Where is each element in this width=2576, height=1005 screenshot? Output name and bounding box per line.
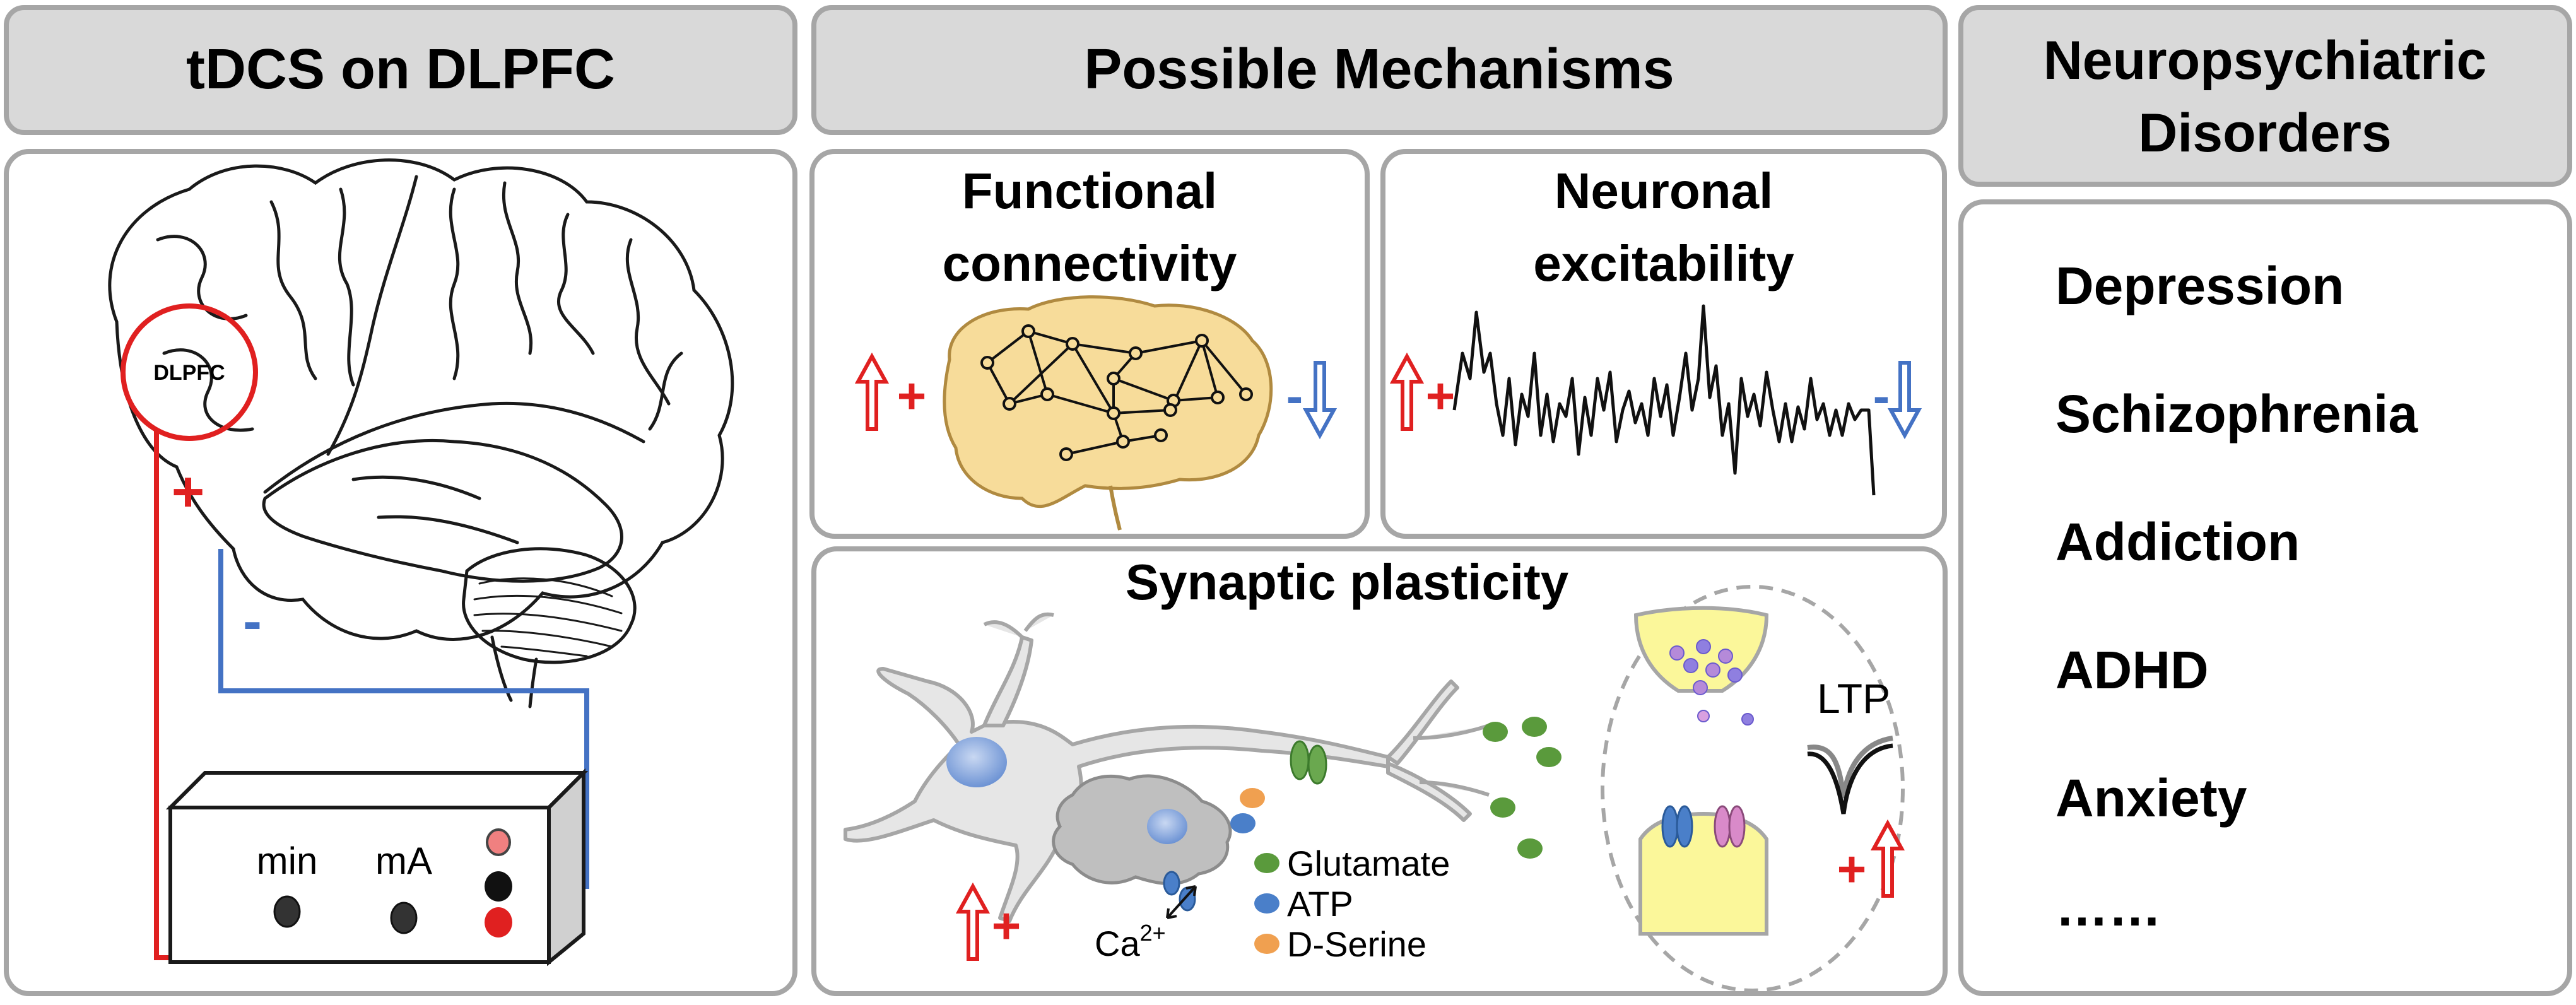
header-left-box bbox=[4, 5, 797, 135]
dlpfc-target-circle bbox=[121, 303, 258, 441]
cathode-terminal bbox=[485, 871, 512, 902]
neuron-nucleus bbox=[946, 737, 1007, 787]
receptor-a bbox=[1290, 740, 1310, 780]
calcium-label: Ca2+ bbox=[1095, 920, 1166, 963]
synaptic-vesicles bbox=[1669, 639, 1754, 726]
fc-increase-arrow-icon bbox=[854, 352, 890, 431]
postsynaptic-terminal bbox=[1638, 811, 1768, 936]
legend-glutamate-label: Glutamate bbox=[1287, 843, 1450, 883]
ne-minus-sign: - bbox=[1873, 368, 1890, 424]
tdcs-stimulator-device bbox=[165, 768, 589, 967]
calcium-channel-a bbox=[1163, 871, 1180, 896]
glutamate-vesicles bbox=[1483, 717, 1561, 859]
disorders-panel bbox=[1958, 199, 2572, 996]
legend-dserine-label: D-Serine bbox=[1287, 924, 1426, 964]
sp-plus-sign: + bbox=[992, 898, 1021, 954]
connectivity-nodes bbox=[980, 324, 1253, 461]
disorder-more-ellipsis: …… bbox=[2056, 878, 2161, 937]
disorder-anxiety: Anxiety bbox=[2056, 768, 2247, 828]
receptor-b bbox=[1307, 744, 1327, 785]
disorder-schizophrenia: Schizophrenia bbox=[2056, 384, 2418, 444]
dlpfc-label: DLPFC bbox=[153, 361, 225, 385]
min-knob bbox=[273, 895, 301, 928]
neuron-illustration bbox=[844, 612, 1490, 923]
postsynaptic-receptor-1 bbox=[1661, 805, 1679, 848]
fc-plus-sign: + bbox=[897, 368, 927, 424]
astrocyte-nucleus bbox=[1147, 809, 1187, 844]
ltp-plus-sign: + bbox=[1837, 841, 1867, 897]
neuronal-excitability-title-line1: Neuronal bbox=[1555, 163, 1773, 219]
ltp-trace-baseline bbox=[1807, 736, 1893, 799]
atp-vesicle bbox=[1230, 813, 1256, 833]
neuronal-excitability-title-line2: excitability bbox=[1533, 235, 1794, 291]
header-left-title: tDCS on DLPFC bbox=[186, 38, 615, 101]
astrocyte-illustration bbox=[1052, 774, 1232, 886]
legend-glutamate-marker bbox=[1254, 853, 1279, 873]
disorder-adhd: ADHD bbox=[2056, 640, 2209, 700]
anode-terminal bbox=[485, 907, 512, 937]
postsynaptic-receptor-2 bbox=[1676, 805, 1693, 848]
legend-atp-marker bbox=[1254, 893, 1279, 914]
calcium-flux-arrow-icon bbox=[1166, 885, 1197, 919]
neuronal-excitability-panel bbox=[1380, 149, 1947, 539]
cathode-minus-sign: - bbox=[243, 590, 262, 653]
disorder-addiction: Addiction bbox=[2056, 512, 2300, 572]
excitability-trace bbox=[1452, 304, 1876, 496]
postsynaptic-receptor-4 bbox=[1728, 805, 1746, 848]
disorder-depression: Depression bbox=[2056, 256, 2344, 315]
header-middle-title: Possible Mechanisms bbox=[1084, 38, 1674, 101]
device-label-ma: mA bbox=[375, 840, 432, 882]
ma-knob bbox=[390, 902, 418, 934]
brain-illustration bbox=[108, 158, 734, 708]
fc-minus-sign: - bbox=[1286, 368, 1303, 424]
fc-decrease-arrow-icon bbox=[1302, 361, 1338, 440]
connectivity-network bbox=[986, 330, 1247, 455]
indicator-light bbox=[486, 828, 511, 856]
functional-connectivity-title-line2: connectivity bbox=[943, 235, 1237, 291]
dserine-vesicle bbox=[1240, 788, 1265, 808]
device-label-min: min bbox=[257, 840, 318, 882]
header-right-box bbox=[1958, 5, 2572, 187]
functional-connectivity-title-line1: Functional bbox=[962, 163, 1217, 219]
ltp-increase-arrow-icon bbox=[1870, 819, 1905, 898]
connectivity-brain-stem bbox=[1109, 485, 1122, 531]
postsynaptic-receptor-3 bbox=[1714, 805, 1731, 848]
ne-plus-sign: + bbox=[1426, 368, 1456, 424]
ltp-label: LTP bbox=[1817, 675, 1890, 722]
sp-increase-arrow-icon bbox=[955, 882, 991, 961]
legend-atp-label: ATP bbox=[1287, 884, 1353, 924]
synaptic-plasticity-title: Synaptic plasticity bbox=[1126, 554, 1569, 610]
ne-increase-arrow-icon bbox=[1389, 352, 1425, 431]
header-right-title-line1: Neuropsychiatric bbox=[2044, 30, 2487, 91]
header-right-title-line2: Disorders bbox=[2138, 103, 2392, 163]
anode-plus-sign: + bbox=[172, 461, 205, 524]
ne-decrease-arrow-icon bbox=[1887, 361, 1922, 440]
ltp-trace-potentiated bbox=[1807, 743, 1893, 814]
header-middle-box bbox=[811, 5, 1948, 135]
legend-dserine-marker bbox=[1254, 934, 1279, 954]
